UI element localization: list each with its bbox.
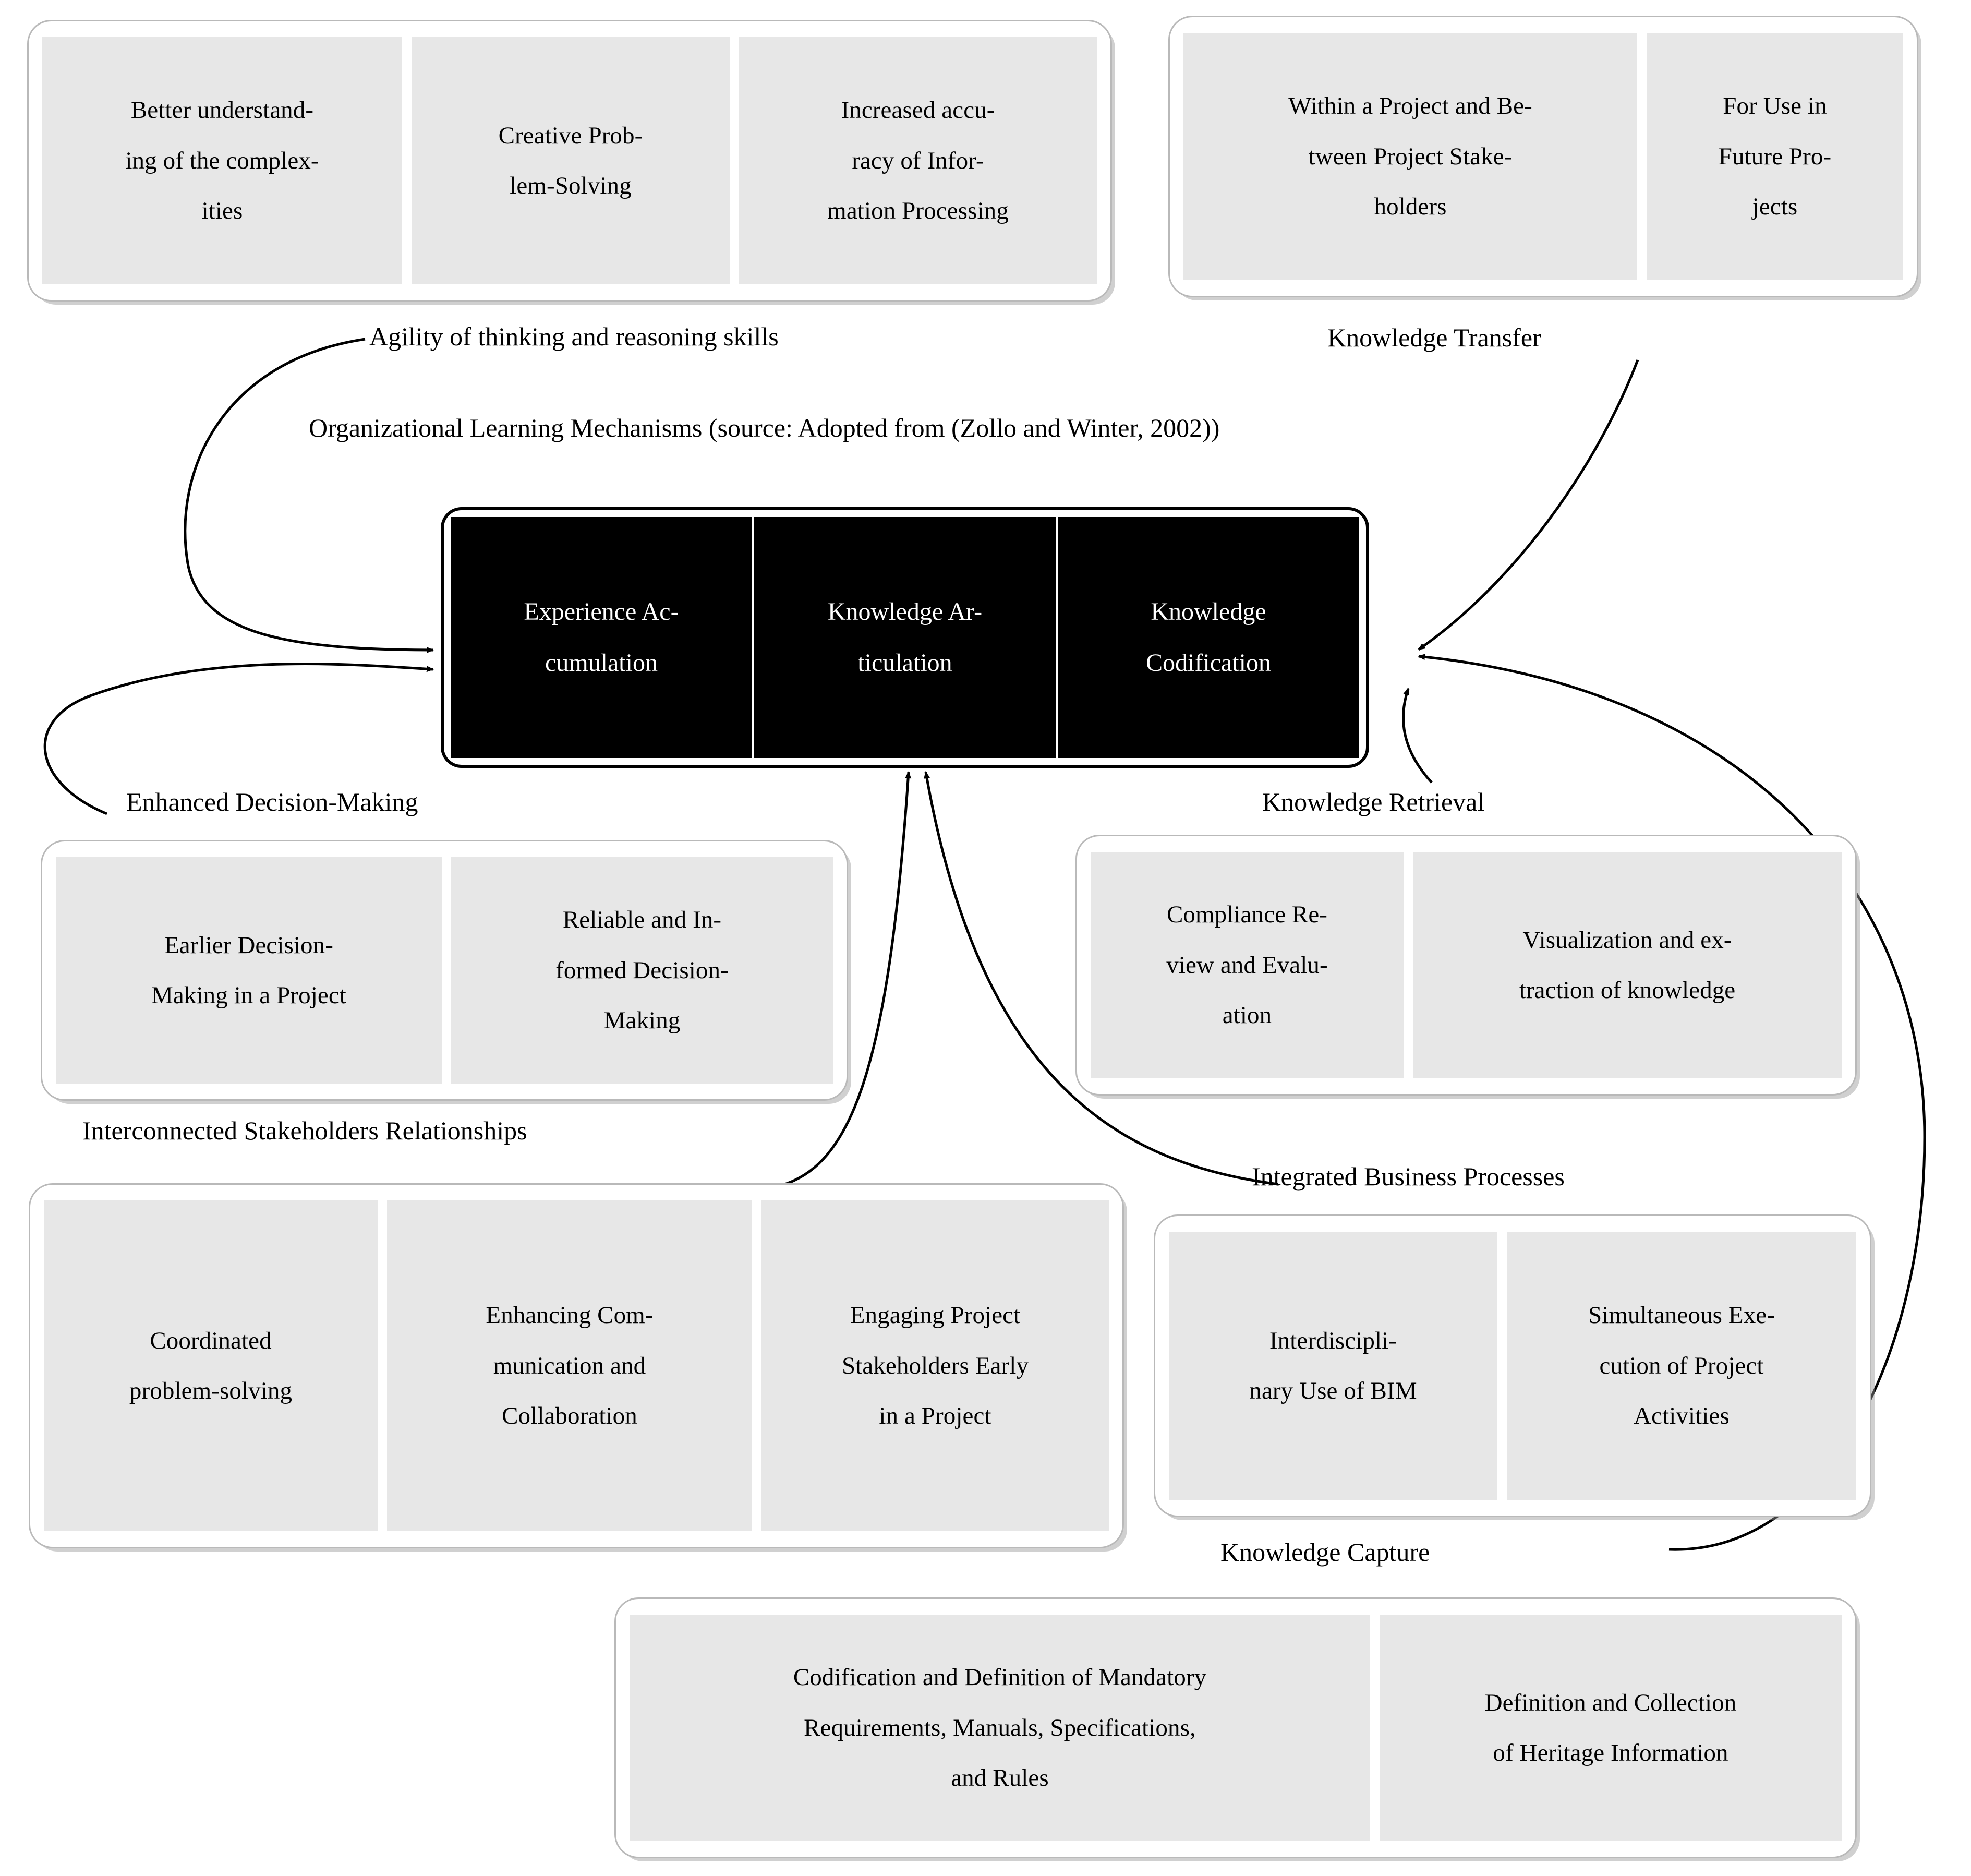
group-cell[interactable]: Codification and Definition of Mandatory…: [630, 1615, 1370, 1841]
group-cell[interactable]: Interdiscipli-nary Use of BIM: [1169, 1232, 1497, 1500]
edge-label-enhanced-decision-making: Enhanced Decision-Making: [126, 787, 418, 816]
edge-label-knowledge-capture: Knowledge Capture: [1220, 1537, 1430, 1567]
cell-text: Creative Prob-lem-Solving: [498, 122, 643, 199]
cell-text: Earlier Decision-Making in a Project: [151, 931, 346, 1009]
agility-group[interactable]: Better understand-ing of the complex-iti…: [27, 20, 1112, 302]
group-cell[interactable]: Better understand-ing of the complex-iti…: [42, 37, 402, 284]
group-cell[interactable]: Earlier Decision-Making in a Project: [56, 857, 442, 1084]
cell-text: Increased accu-racy of Infor-mation Proc…: [827, 97, 1009, 225]
edge-label-agility: Agility of thinking and reasoning skills: [369, 322, 779, 351]
edge-label-knowledge-retrieval: Knowledge Retrieval: [1262, 787, 1485, 816]
knowledge-capture-group[interactable]: Codification and Definition of Mandatory…: [614, 1597, 1857, 1858]
cell-text: Better understand-ing of the complex-iti…: [125, 97, 319, 225]
edge-knowledge-retrieval: [1402, 688, 1433, 784]
edge-label-knowledge-transfer: Knowledge Transfer: [1327, 323, 1541, 352]
knowledge-transfer-group[interactable]: Within a Project and Be-tween Project St…: [1168, 16, 1918, 297]
group-cell[interactable]: Increased accu-racy of Infor-mation Proc…: [739, 37, 1097, 284]
integrated-business-processes-group[interactable]: Interdiscipli-nary Use of BIM Simultaneo…: [1154, 1214, 1871, 1517]
cell-text: Codification and Definition of Mandatory…: [793, 1664, 1207, 1792]
knowledge-retrieval-group[interactable]: Compliance Re-view and Evalu-ation Visua…: [1075, 835, 1857, 1096]
group-cell[interactable]: Creative Prob-lem-Solving: [412, 37, 730, 284]
core-cell-knowledge-articulation[interactable]: Knowledge Ar-ticulation: [754, 517, 1058, 758]
group-cell[interactable]: Visualization and ex-traction of knowled…: [1413, 852, 1842, 1078]
edge-agility: [184, 338, 434, 653]
core-cell-text: Experience Ac-cumulation: [524, 597, 679, 677]
edge-label-interconnected-stakeholders: Interconnected Stakeholders Relationship…: [82, 1116, 527, 1145]
core-cell-experience-accumulation[interactable]: Experience Ac-cumulation: [451, 517, 754, 758]
cell-text: Compliance Re-view and Evalu-ation: [1166, 901, 1328, 1029]
enhanced-decision-making-group[interactable]: Earlier Decision-Making in a Project Rel…: [41, 840, 848, 1101]
cell-text: Visualization and ex-traction of knowled…: [1519, 926, 1736, 1004]
edge-label-integrated-business-processes: Integrated Business Processes: [1252, 1162, 1565, 1191]
cell-text: Within a Project and Be-tween Project St…: [1288, 92, 1532, 221]
group-cell[interactable]: Compliance Re-view and Evalu-ation: [1091, 852, 1404, 1078]
group-cell[interactable]: Within a Project and Be-tween Project St…: [1183, 33, 1637, 280]
edge-knowledge-transfer: [1418, 359, 1639, 651]
organizational-learning-mechanisms-core[interactable]: Experience Ac-cumulation Knowledge Ar-ti…: [441, 507, 1369, 768]
core-cell-text: Knowledge Ar-ticulation: [827, 597, 983, 677]
diagram-caption: Organizational Learning Mechanisms (sour…: [309, 413, 1220, 442]
cell-text: Interdiscipli-nary Use of BIM: [1249, 1327, 1417, 1404]
cell-text: Reliable and In-formed Decision-Making: [555, 906, 729, 1035]
group-cell[interactable]: Reliable and In-formed Decision-Making: [451, 857, 833, 1084]
